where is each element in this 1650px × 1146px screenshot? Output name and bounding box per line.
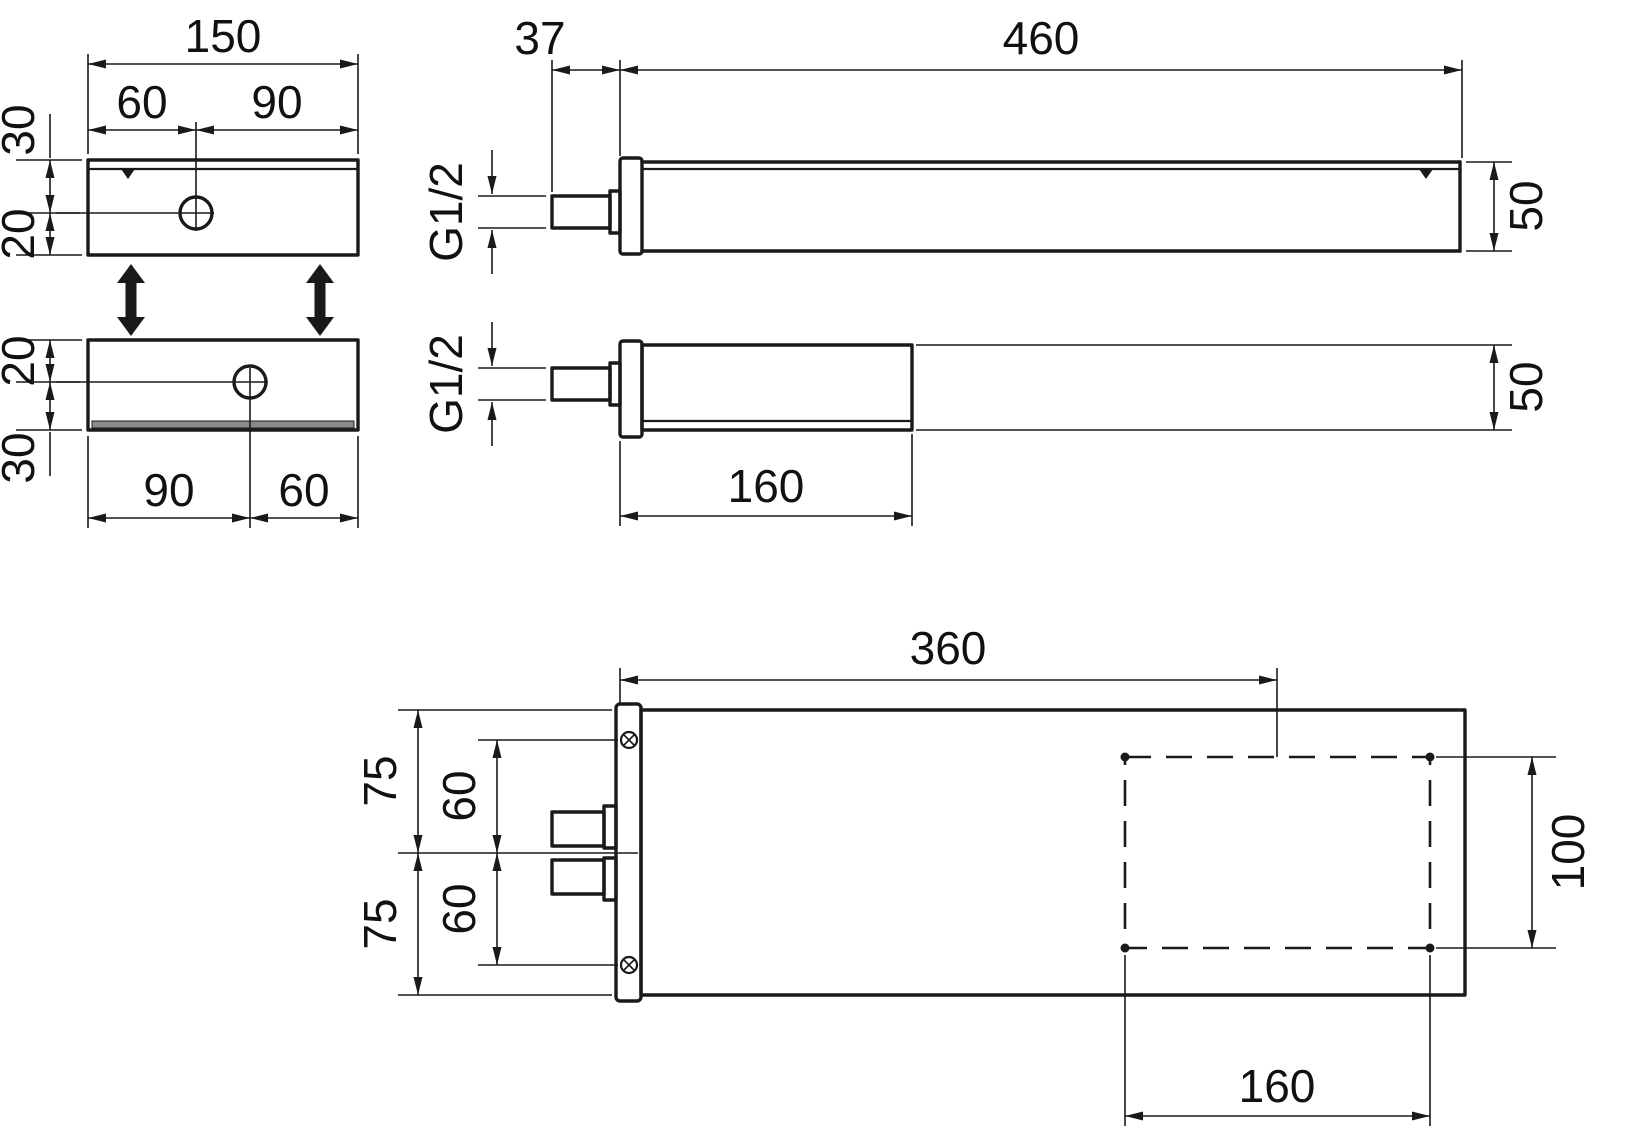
- plan-body: [550, 702, 1467, 1003]
- inlet-stub: [550, 366, 612, 402]
- thread-g12-bottom-label: G1/2: [420, 334, 472, 434]
- spout-arm-outline: [640, 343, 914, 432]
- screw-icon: [619, 955, 639, 975]
- dim-75-top-label: 75: [354, 755, 406, 806]
- dim-60-bottom-label: 60: [433, 883, 485, 934]
- front-dim-90-60-bottom: 90 60: [87, 436, 359, 528]
- dim-30-upper-label: 30: [0, 104, 44, 155]
- dim-50-top-label: 50: [1500, 180, 1552, 231]
- inlet-stub-hot: [550, 810, 606, 848]
- inlet-flange: [608, 361, 622, 407]
- side-dim-50-top: 50: [1466, 161, 1552, 252]
- plan-dim-360: 360: [619, 622, 1278, 757]
- plan-dim-160: 160: [1124, 955, 1431, 1126]
- lower-part-outline: [86, 338, 360, 432]
- inlet-flange: [602, 856, 618, 902]
- dim-75-bottom-label: 75: [354, 898, 406, 949]
- side-view-bottom: G1/2 50 160: [420, 322, 1552, 526]
- dim-20-lower-label: 20: [0, 335, 44, 386]
- plan-dim-75: 75 75: [354, 709, 638, 996]
- front-upper-part: [56, 158, 360, 257]
- thread-g12-top-label: G1/2: [420, 162, 472, 262]
- wall-bracket: [618, 339, 644, 439]
- side-dim-g12-top: G1/2: [420, 150, 546, 274]
- side-view-top: 37 460 G1/2 50: [420, 12, 1552, 274]
- dim-160-plan-label: 160: [1239, 1060, 1316, 1112]
- side-dim-50-bottom: 50: [916, 344, 1552, 431]
- stack-arrows: [117, 264, 334, 336]
- dim-50-bottom-label: 50: [1500, 361, 1552, 412]
- dim-20-upper-label: 20: [0, 208, 44, 259]
- dim-37-label: 37: [514, 12, 565, 64]
- plan-dim-100: 100: [1436, 756, 1594, 949]
- side-dim-g12-bottom: G1/2: [420, 322, 546, 446]
- side-dim-37-460: 37 460: [514, 12, 1463, 192]
- front-view: 150 60 90 30 20: [0, 10, 360, 528]
- dim-90-top-label: 90: [251, 76, 302, 128]
- plan-dim-60: 60 60: [433, 739, 618, 966]
- dim-30-lower-label: 30: [0, 432, 44, 483]
- side-dim-160: 160: [619, 434, 913, 526]
- dim-60-top-label: 60: [433, 770, 485, 821]
- waterfall-slot: [91, 420, 355, 429]
- double-arrow-icon: [117, 264, 145, 336]
- front-dim-60-90: 60 90: [88, 76, 358, 231]
- dim-60-top-label: 60: [116, 76, 167, 128]
- inlet-stub: [550, 194, 612, 230]
- shelf-plan-outline: [639, 708, 1467, 997]
- plan-view: 360: [354, 622, 1594, 1126]
- front-dim-20-30-lower: 20 30: [0, 335, 82, 484]
- dim-100-label: 100: [1542, 814, 1594, 891]
- notch-mark-icon: [1419, 169, 1433, 179]
- front-lower-part: [56, 338, 360, 528]
- short-spout-body: [550, 339, 914, 439]
- inlet-flange: [608, 189, 622, 235]
- dim-90-bottom-label: 90: [143, 464, 194, 516]
- dim-60-bottom-label: 60: [278, 464, 329, 516]
- dim-150-label: 150: [185, 10, 262, 62]
- double-arrow-icon: [306, 264, 334, 336]
- inlet-stub-cold: [550, 858, 606, 896]
- dim-360-label: 360: [910, 622, 987, 674]
- wall-bracket: [618, 156, 644, 256]
- shelf-spout-body: [550, 156, 1462, 256]
- front-dim-150: 150: [87, 10, 359, 154]
- dim-160-side-label: 160: [728, 460, 805, 512]
- outlet-dashed-region: [1120, 752, 1435, 953]
- screw-icon: [619, 730, 639, 750]
- dim-460-label: 460: [1003, 12, 1080, 64]
- notch-mark-icon: [121, 169, 135, 179]
- front-dim-30-20-upper: 30 20: [0, 104, 82, 260]
- upper-part-outline: [86, 158, 360, 257]
- inlet-flange: [602, 804, 618, 850]
